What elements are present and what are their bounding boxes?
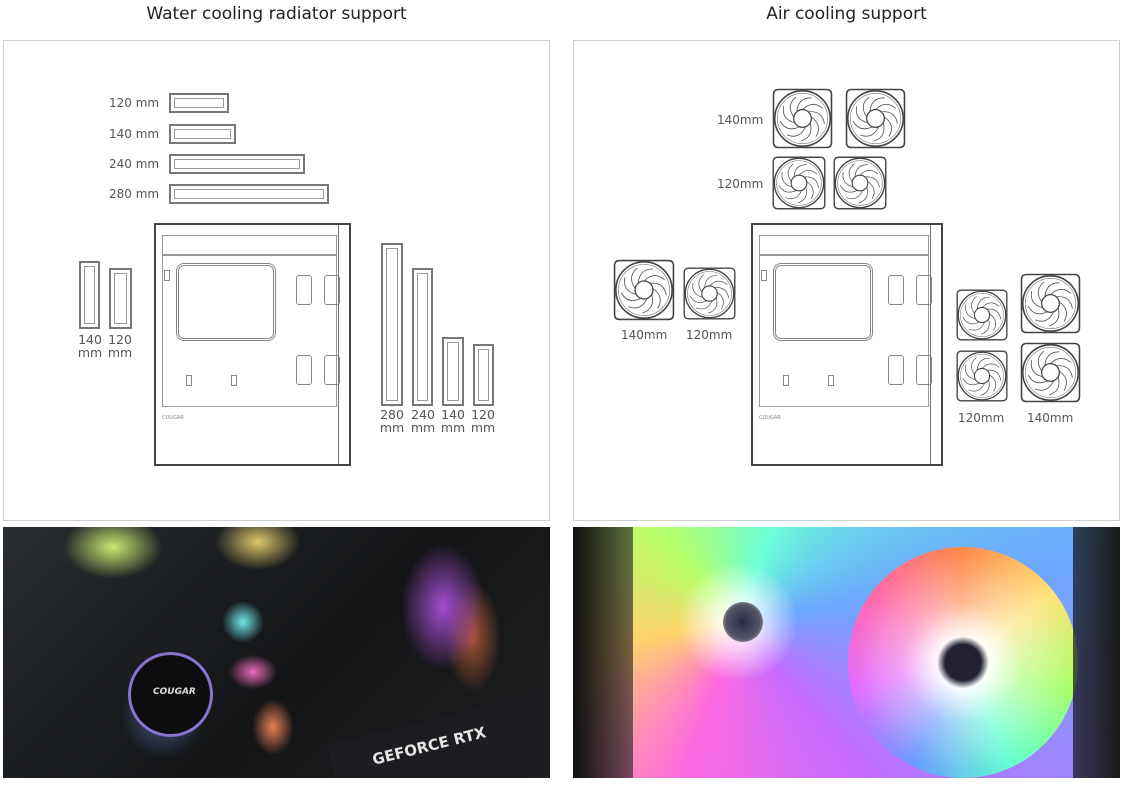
radiator-120-top — [169, 93, 229, 113]
fan-120-icon — [771, 155, 827, 211]
radiator-label: 140 mm — [109, 127, 160, 141]
fan-label: 120mm — [958, 411, 1005, 425]
fan-label: 140mm — [717, 113, 764, 127]
water-cooling-title: Water cooling radiator support — [146, 4, 407, 24]
fan-120-icon — [955, 349, 1009, 403]
pc-case-side-view: COUGAR — [751, 223, 943, 466]
radiator-140-top — [169, 124, 236, 144]
radiator-120-front — [473, 344, 494, 406]
air-cooling-diagram: 140mm 120mm COUGAR 140mm 120mm 120mm 140… — [573, 40, 1120, 521]
radiator-280-top — [169, 184, 329, 204]
fan-rgb — [848, 547, 1078, 778]
fan-140-icon — [844, 87, 907, 150]
fan-label: 140mm — [1027, 411, 1074, 425]
fan-140-icon — [1019, 272, 1082, 335]
water-cooling-photo: COUGAR GEFORCE RTX — [3, 527, 550, 778]
fan-140-icon — [612, 258, 676, 322]
radiator-label: 120 mm — [109, 96, 160, 110]
air-cooling-photo — [573, 527, 1120, 778]
pump-logo: COUGAR — [153, 687, 196, 697]
radiator-240-top — [169, 154, 305, 174]
radiator-140-side — [79, 261, 100, 329]
case-logo: COUGAR — [162, 415, 184, 421]
case-logo: COUGAR — [759, 415, 781, 421]
pc-case-side-view: COUGAR — [154, 223, 351, 466]
fan-hub — [723, 602, 763, 642]
fan-120-icon — [955, 288, 1009, 342]
fan-label: 120mm — [686, 328, 733, 342]
radiator-140-front — [442, 337, 464, 406]
fan-label: 140mm — [621, 328, 668, 342]
radiator-120-side — [109, 268, 132, 329]
air-cooling-title: Air cooling support — [766, 4, 927, 24]
fan-140-icon — [1019, 341, 1082, 404]
radiator-240-front — [412, 268, 433, 406]
radiator-label: 280 mm — [109, 187, 160, 201]
radiator-label: 240 mm — [109, 157, 160, 171]
fan-120-icon — [832, 155, 888, 211]
fan-label: 120mm — [717, 177, 764, 191]
fan-140-icon — [771, 87, 834, 150]
radiator-280-front — [381, 243, 403, 406]
fan-120-icon — [682, 266, 737, 321]
